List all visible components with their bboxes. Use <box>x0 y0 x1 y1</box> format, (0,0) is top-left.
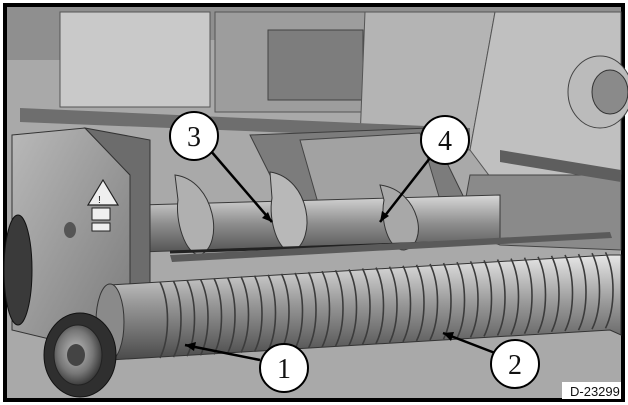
pickup-tine <box>253 275 263 353</box>
pickup-tine <box>226 277 236 354</box>
pickup-tine <box>591 252 601 330</box>
pickup-tine <box>375 267 385 344</box>
pickup-tine <box>348 269 358 346</box>
rake-bar <box>170 232 612 262</box>
left-tire <box>3 214 33 326</box>
pickup-tine <box>577 253 587 331</box>
callout-2-label: 2 <box>508 350 522 381</box>
pickup-tine <box>604 251 614 329</box>
pickup-tine <box>159 281 169 359</box>
pickup-tine <box>294 272 304 350</box>
pickup-tine <box>388 266 398 344</box>
pickup-tine <box>469 260 479 338</box>
svg-text:!: ! <box>98 195 101 206</box>
callout-1: 1 <box>184 342 309 393</box>
drawing-id: D-23299 <box>570 384 620 399</box>
pickup-tine <box>550 255 560 333</box>
callout-2: 2 <box>442 331 540 389</box>
pickup-tine <box>523 257 533 335</box>
pickup-tines <box>159 251 614 359</box>
pickup-tine <box>483 260 493 337</box>
callout-3: 3 <box>169 111 273 223</box>
pickup-tine <box>186 279 196 357</box>
callout-1-label: 1 <box>277 354 291 385</box>
callout-4: 4 <box>379 115 470 223</box>
pickup-tine <box>307 271 317 349</box>
pickup-tine <box>429 263 439 341</box>
gauge-wheel <box>43 312 117 398</box>
pickup-tine <box>456 261 466 339</box>
pickup-tine <box>267 274 277 352</box>
pickup-tine <box>537 256 547 334</box>
pickup-tine <box>361 268 371 345</box>
pickup-tine <box>334 269 344 347</box>
pickup-tine <box>213 278 223 355</box>
pickup-tine <box>510 258 520 335</box>
pickup-tine <box>321 270 331 348</box>
pickup-tine <box>496 259 506 336</box>
pickup-tine <box>240 276 250 353</box>
pickup-tine <box>402 265 412 343</box>
pickup-tine <box>172 280 182 358</box>
callout-3-label: 3 <box>187 122 201 153</box>
callout-4-label: 4 <box>438 126 452 157</box>
pickup-tine <box>415 264 425 342</box>
pickup-tine <box>564 254 574 332</box>
